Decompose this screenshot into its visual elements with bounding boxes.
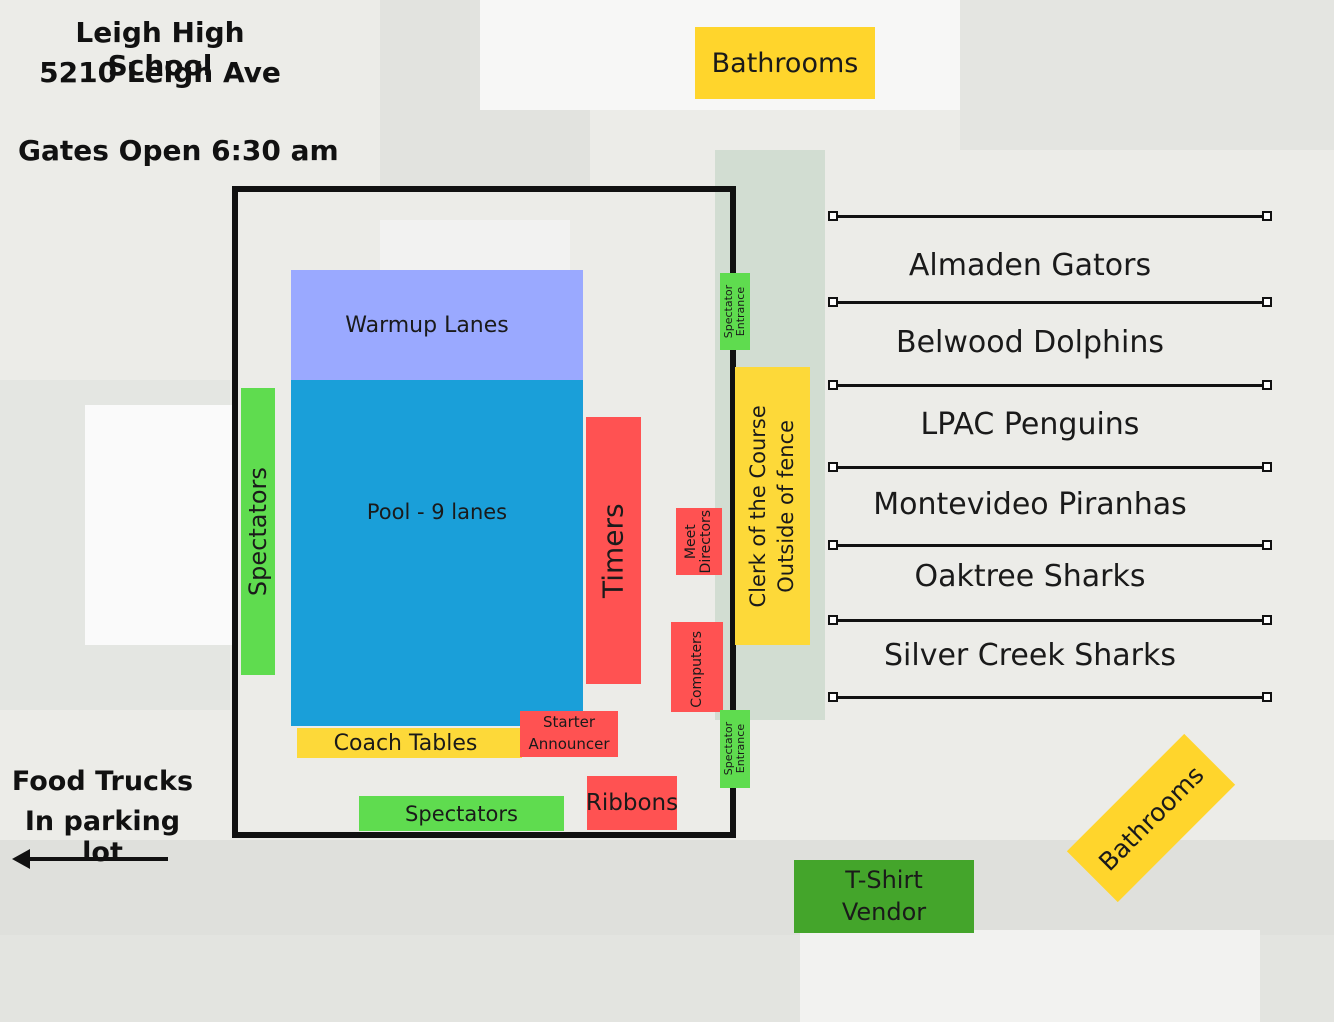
warmup-lanes-label: Warmup Lanes <box>345 312 509 338</box>
team-divider <box>833 301 1267 304</box>
team-label: Almaden Gators <box>908 248 1152 283</box>
team-divider <box>833 544 1267 547</box>
spectators-bottom: Spectators <box>359 796 564 831</box>
school-address: 5210 Leigh Ave <box>39 56 281 89</box>
spectators-left-label: Spectators <box>243 466 272 597</box>
gates-open-time: Gates Open 6:30 am <box>18 134 339 167</box>
team-divider <box>833 215 1267 218</box>
parking-lot-label: In parking lot <box>24 806 181 868</box>
team-label: Oaktree Sharks <box>914 559 1146 594</box>
clerk-of-the-course: Clerk of the Course Outside of fence <box>735 367 810 645</box>
ribbons-area: Ribbons <box>585 776 679 830</box>
arrow-left-icon <box>12 849 168 869</box>
divider-end-marker <box>1262 540 1272 550</box>
team-label: Silver Creek Sharks <box>883 638 1177 673</box>
coach-tables-label: Coach Tables <box>333 730 478 756</box>
team-label: LPAC Penguins <box>920 407 1140 442</box>
meet-directors-label-line2: Directors <box>698 509 715 574</box>
spectator-entrance-top-line2: Entrance <box>734 286 747 337</box>
divider-end-marker <box>1262 211 1272 221</box>
clerk-label-line1: Clerk of the Course <box>746 404 771 608</box>
computers-label: Computers <box>688 630 705 708</box>
divider-end-marker <box>828 462 838 472</box>
team-label: Montevideo Piranhas <box>873 487 1187 522</box>
timers-label: Timers <box>596 503 630 598</box>
meet-directors-label-line1: Meet <box>683 524 700 559</box>
spectators-bottom-label: Spectators <box>405 801 518 826</box>
warmup-lanes: Warmup Lanes <box>291 270 583 380</box>
divider-end-marker <box>828 692 838 702</box>
meet-directors-area: Meet Directors <box>676 508 722 575</box>
spectators-left: Spectators <box>241 388 275 675</box>
pool-fence <box>232 186 736 838</box>
school-name: Leigh High School <box>75 16 245 82</box>
starter-announcer: Starter Announcer <box>520 711 618 757</box>
bathrooms-top-label: Bathrooms <box>711 47 859 79</box>
divider-end-marker <box>828 211 838 221</box>
divider-end-marker <box>1262 615 1272 625</box>
food-trucks-label: Food Trucks <box>11 766 194 797</box>
tshirt-label-line1: T-Shirt <box>845 866 923 895</box>
announcer-label: Announcer <box>528 735 610 753</box>
team-divider <box>833 466 1267 469</box>
ribbons-label: Ribbons <box>585 790 679 816</box>
coach-tables: Coach Tables <box>297 728 522 758</box>
divider-end-marker <box>1262 462 1272 472</box>
team-divider <box>833 384 1267 387</box>
bathrooms-top: Bathrooms <box>695 27 875 99</box>
team-divider <box>833 619 1267 622</box>
computers-area: Computers <box>671 622 723 712</box>
spectator-entrance-bottom: Spectator Entrance <box>720 710 750 788</box>
clerk-label-line2: Outside of fence <box>774 419 799 593</box>
team-divider <box>833 696 1267 699</box>
timers-area: Timers <box>586 417 641 684</box>
tshirt-label-line2: Vendor <box>841 897 927 926</box>
divider-end-marker <box>1262 297 1272 307</box>
divider-end-marker <box>828 297 838 307</box>
pool-label: Pool - 9 lanes <box>366 500 508 524</box>
divider-end-marker <box>1262 380 1272 390</box>
divider-end-marker <box>828 540 838 550</box>
divider-end-marker <box>828 615 838 625</box>
divider-end-marker <box>828 380 838 390</box>
tshirt-vendor: T-Shirt Vendor <box>794 860 974 933</box>
team-label: Belwood Dolphins <box>895 325 1165 360</box>
pool: Pool - 9 lanes <box>291 380 583 726</box>
divider-end-marker <box>1262 692 1272 702</box>
starter-label: Starter <box>542 713 596 732</box>
spectator-entrance-bottom-line2: Entrance <box>734 724 747 774</box>
spectator-entrance-top: Spectator Entrance <box>720 273 750 350</box>
